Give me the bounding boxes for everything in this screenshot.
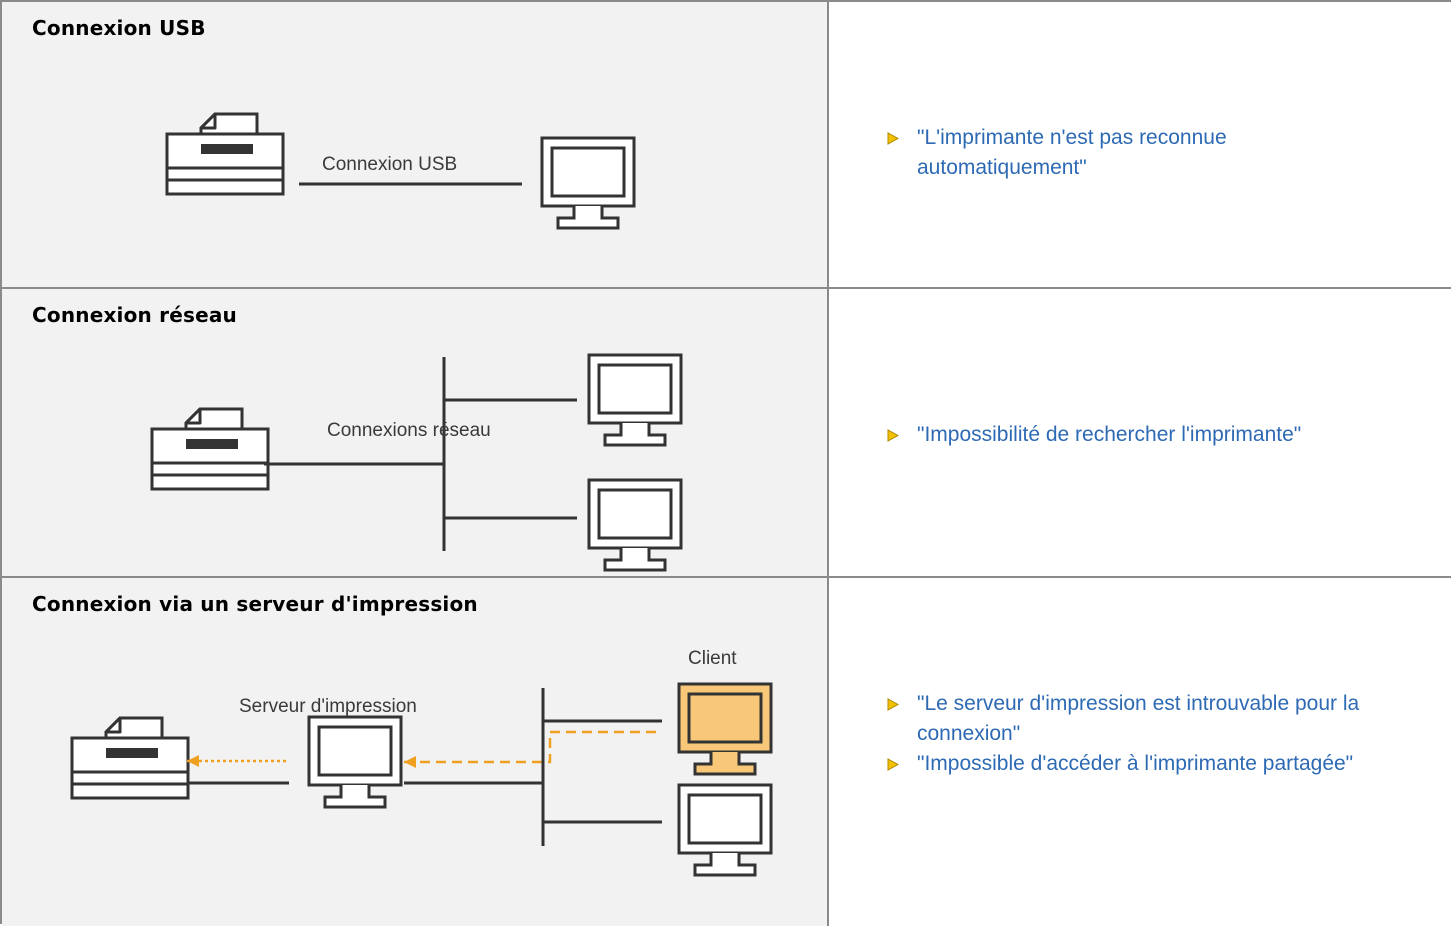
print-server-links-cell: "Le serveur d'impression est introuvable… bbox=[829, 578, 1451, 926]
usb-link-list: "L'imprimante n'est pas reconnue automat… bbox=[887, 123, 1337, 183]
print-server-connection-cell: Connexion via un serveur d'impression Se… bbox=[2, 578, 829, 926]
link-cannot-search-printer[interactable]: "Impossibilité de rechercher l'imprimant… bbox=[887, 420, 1301, 450]
network-connection-cell: Connexion réseau Connexions réseau bbox=[2, 289, 829, 576]
link-print-server-not-found[interactable]: "Le serveur d'impression est introuvable… bbox=[887, 689, 1407, 749]
usb-cable-label: Connexion USB bbox=[322, 154, 457, 175]
arrow-head-icon bbox=[404, 756, 416, 768]
link-text: "Impossibilité de rechercher l'imprimant… bbox=[917, 423, 1302, 446]
arrow-bullet-icon bbox=[887, 132, 899, 145]
arrow-head-icon bbox=[187, 755, 199, 767]
computer-icon bbox=[587, 353, 683, 447]
network-connection-diagram: Connexions réseau bbox=[150, 353, 683, 572]
print-server-diagram: Serveur d'impression Client bbox=[70, 648, 773, 877]
link-text: "Le serveur d'impression est introuvable… bbox=[917, 692, 1360, 745]
usb-links-cell: "L'imprimante n'est pas reconnue automat… bbox=[829, 2, 1451, 287]
print-server-link-list: "Le serveur d'impression est introuvable… bbox=[887, 689, 1407, 779]
printer-icon bbox=[70, 716, 190, 800]
arrow-bullet-icon bbox=[887, 758, 899, 771]
print-server-connection-heading: Connexion via un serveur d'impression bbox=[32, 592, 478, 616]
usb-connection-row: Connexion USB Connexion USB "L'imprimant… bbox=[2, 2, 1451, 289]
usb-connection-cell: Connexion USB Connexion USB bbox=[2, 2, 829, 287]
printer-icon bbox=[150, 407, 270, 491]
network-links-cell: "Impossibilité de rechercher l'imprimant… bbox=[829, 289, 1451, 576]
network-connection-heading: Connexion réseau bbox=[32, 303, 237, 327]
computer-icon bbox=[677, 783, 773, 877]
link-text: "Impossible d'accéder à l'imprimante par… bbox=[917, 752, 1354, 775]
network-link-list: "Impossibilité de rechercher l'imprimant… bbox=[887, 420, 1301, 450]
arrow-bullet-icon bbox=[887, 429, 899, 442]
client-label: Client bbox=[688, 648, 737, 669]
arrow-bullet-icon bbox=[887, 698, 899, 711]
client-flow-arrow bbox=[404, 730, 662, 764]
network-label: Connexions réseau bbox=[327, 420, 491, 441]
network-connection-row: Connexion réseau Connexions réseau "Impo… bbox=[2, 289, 1451, 578]
print-server-connection-row: Connexion via un serveur d'impression Se… bbox=[2, 578, 1451, 926]
computer-icon bbox=[587, 478, 683, 572]
link-printer-not-recognized[interactable]: "L'imprimante n'est pas reconnue automat… bbox=[887, 123, 1337, 183]
link-text: "L'imprimante n'est pas reconnue automat… bbox=[917, 126, 1227, 179]
usb-connection-heading: Connexion USB bbox=[32, 16, 206, 40]
printer-icon bbox=[165, 112, 285, 196]
link-shared-printer-inaccessible[interactable]: "Impossible d'accéder à l'imprimante par… bbox=[887, 749, 1407, 779]
client-computer-icon bbox=[677, 682, 773, 776]
server-computer-icon bbox=[307, 715, 403, 809]
server-label: Serveur d'impression bbox=[239, 696, 417, 717]
usb-connection-diagram: Connexion USB bbox=[165, 112, 636, 230]
computer-icon bbox=[540, 136, 636, 230]
